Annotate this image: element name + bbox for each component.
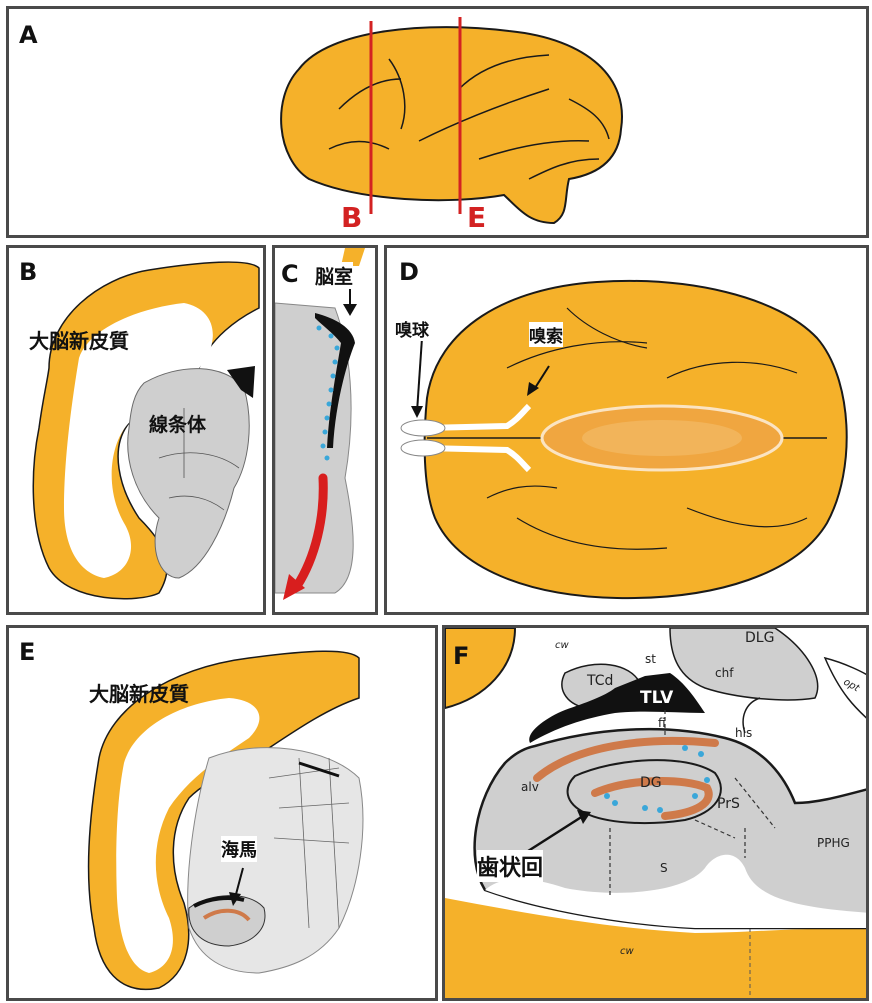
ventricle-pointer bbox=[343, 304, 357, 316]
olfactory-bulb-lower bbox=[401, 440, 445, 456]
label-prs: PrS bbox=[717, 796, 740, 812]
cortex-label-b: 大脳新皮質 bbox=[29, 325, 129, 354]
olfactory-tract-label: 嗅索 bbox=[529, 322, 563, 347]
dentate-gyrus-label: 歯状回 bbox=[477, 850, 543, 882]
striatum-label: 線条体 bbox=[149, 410, 206, 437]
label-dg: DG bbox=[640, 775, 662, 791]
lateral-brain-view bbox=[9, 9, 869, 238]
label-tcd: TCd bbox=[587, 673, 613, 689]
label-cw-top: cw bbox=[555, 640, 569, 651]
panel-b: B 大脳新皮質 線条体 bbox=[6, 245, 266, 615]
coronal-section-e bbox=[9, 628, 438, 1001]
panel-a: A B E bbox=[6, 6, 869, 238]
olfactory-bulb-label: 嗅球 bbox=[395, 316, 429, 341]
label-alv: alv bbox=[521, 780, 539, 794]
panel-f: F cw TCd st TLV chf DLG fi his alv DG Pr… bbox=[442, 625, 869, 1001]
panel-d-label: D bbox=[399, 258, 419, 286]
panel-e-label: E bbox=[19, 638, 35, 666]
label-st: st bbox=[645, 652, 656, 666]
ventral-brain-view bbox=[387, 248, 869, 615]
label-his: his bbox=[735, 726, 752, 740]
cut-label-b: B bbox=[341, 201, 362, 234]
label-dlg: DLG bbox=[745, 630, 774, 646]
label-cw-bottom: cw bbox=[620, 946, 634, 957]
panel-e: E 大脳新皮質 海馬 bbox=[6, 625, 438, 1001]
olfactory-bulb-upper bbox=[401, 420, 445, 436]
bulb-pointer bbox=[411, 406, 423, 418]
panel-a-label: A bbox=[19, 21, 38, 49]
label-fi: fi bbox=[658, 716, 666, 730]
cortex-label-e: 大脳新皮質 bbox=[89, 678, 189, 707]
label-pphg: PPHG bbox=[817, 836, 850, 850]
opt bbox=[825, 658, 869, 723]
hippocampus-label: 海馬 bbox=[221, 836, 257, 862]
cut-label-e: E bbox=[467, 201, 486, 234]
coronal-section-b bbox=[9, 248, 266, 615]
label-tlv: TLV bbox=[640, 688, 673, 708]
ventricle-label: 脳室 bbox=[315, 262, 353, 289]
hippocampus-detail bbox=[445, 628, 869, 1001]
panel-f-label: F bbox=[453, 642, 469, 670]
label-chf: chf bbox=[715, 666, 733, 680]
panel-d: D 嗅球 嗅索 bbox=[384, 245, 869, 615]
panel-c: C 脳室 bbox=[272, 245, 378, 615]
panel-b-label: B bbox=[19, 258, 37, 286]
label-s: S bbox=[660, 861, 668, 875]
dg bbox=[568, 760, 721, 823]
panel-c-label: C bbox=[281, 260, 299, 288]
dlg bbox=[670, 628, 818, 700]
ventricle-zoom bbox=[275, 248, 378, 615]
